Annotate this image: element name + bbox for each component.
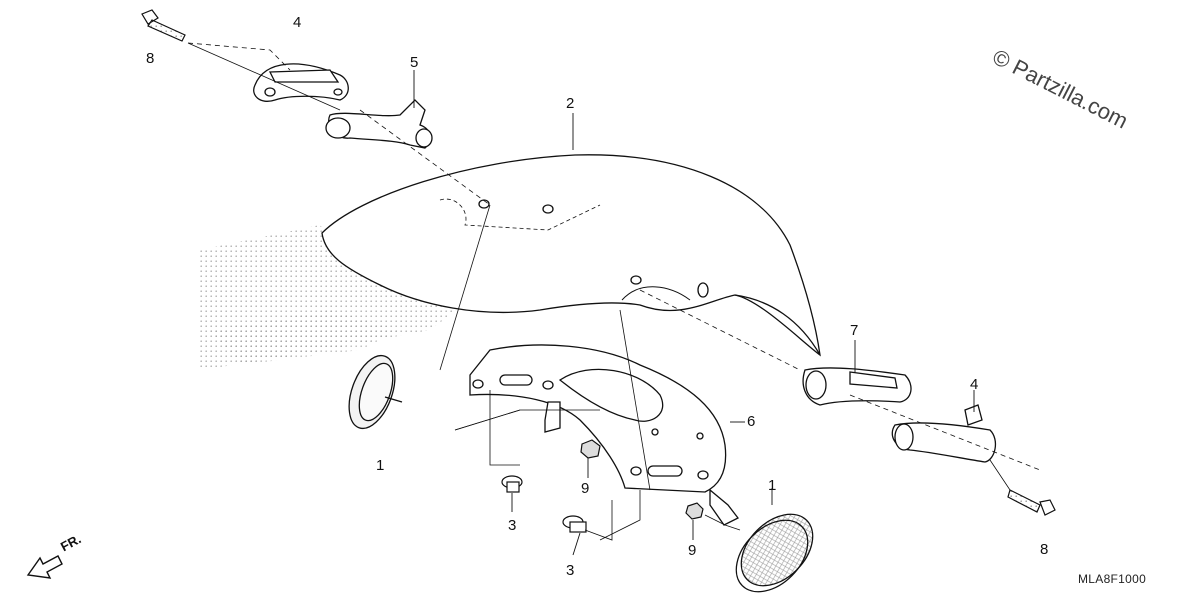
callout-3-lower: 3	[566, 562, 575, 579]
callout-7: 7	[850, 322, 859, 339]
callout-5: 5	[410, 54, 419, 71]
screw-3-lower	[562, 515, 587, 533]
reflector-right	[735, 513, 814, 593]
callout-2: 2	[566, 95, 575, 112]
leader-lines	[413, 70, 975, 556]
front-fender	[321, 154, 821, 357]
callout-8-upper: 8	[146, 50, 155, 67]
fender-stay-4-left	[253, 63, 349, 102]
callout-8-lower: 8	[1040, 541, 1049, 558]
assembly-lines	[187, 42, 1041, 541]
fender-stay-5	[325, 99, 433, 149]
callout-9-upper: 9	[581, 480, 590, 497]
nut-9-upper	[580, 439, 601, 459]
callout-6: 6	[747, 413, 756, 430]
callout-4-upper: 4	[293, 14, 302, 31]
screw-3-upper	[501, 475, 523, 493]
fender-stay-4-right	[891, 404, 997, 463]
nut-9-lower	[685, 502, 704, 520]
diagram-code: MLA8F1000	[1078, 572, 1147, 586]
reflector-left	[348, 354, 403, 430]
bolt-8-upper	[141, 9, 186, 42]
callout-1-left: 1	[376, 457, 385, 474]
callout-1-right: 1	[768, 477, 777, 494]
callout-3-upper: 3	[508, 517, 517, 534]
fender-bracket	[469, 344, 739, 526]
bolt-8-lower	[1007, 489, 1056, 516]
callout-4-lower: 4	[970, 376, 979, 393]
fender-stay-7	[802, 367, 912, 406]
callout-9-lower: 9	[688, 542, 697, 559]
front-direction-arrow	[26, 555, 63, 579]
